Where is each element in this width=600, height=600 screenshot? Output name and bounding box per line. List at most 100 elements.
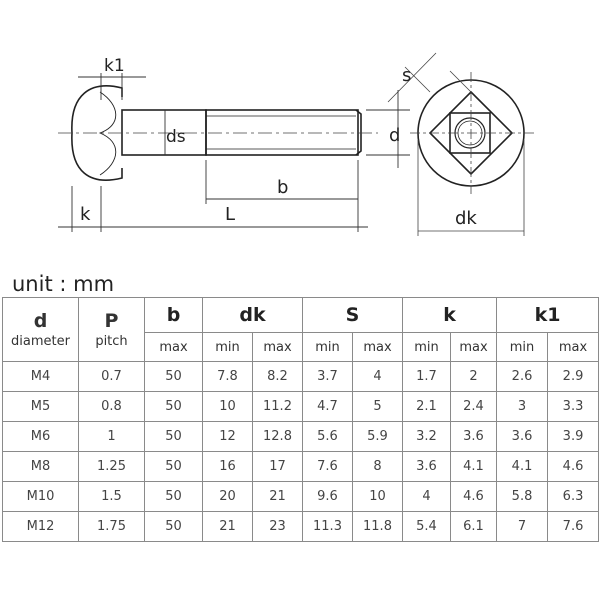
table-cell: 2.1 — [402, 391, 451, 422]
table-cell: 50 — [144, 481, 203, 512]
table-cell: 6.3 — [547, 481, 600, 512]
subheader-s-min: min — [302, 332, 353, 362]
table-cell: M6 — [2, 421, 79, 452]
table-header-row: d diameter P pitch b dk S k k1 — [2, 297, 600, 362]
table-cell: 4.6 — [547, 451, 600, 482]
table-cell: 21 — [252, 481, 303, 512]
table-cell: 3.6 — [402, 451, 451, 482]
table-cell: 21 — [202, 511, 253, 542]
table-cell: 50 — [144, 511, 203, 542]
table-cell: 10 — [352, 481, 403, 512]
table-cell: 4.1 — [449, 451, 498, 482]
table-cell: 50 — [144, 451, 203, 482]
label-k: k — [80, 204, 91, 225]
table-cell: M8 — [2, 451, 79, 482]
table-cell: 8 — [352, 451, 403, 482]
table-cell: 0.8 — [78, 391, 145, 422]
table-cell: 11.2 — [252, 391, 303, 422]
header-p-symbol: P — [104, 310, 119, 332]
subheader-k-min: min — [402, 332, 451, 362]
subheader-dk-min: min — [202, 332, 253, 362]
header-pitch: P pitch — [78, 297, 145, 362]
table-cell: 1.25 — [78, 451, 145, 482]
header-dk: dk — [202, 297, 303, 333]
table-cell: M12 — [2, 511, 79, 542]
label-L: L — [225, 204, 235, 225]
table-cell: 3.3 — [547, 391, 600, 422]
table-cell: 3.7 — [302, 361, 353, 392]
subheader-s-max: max — [352, 332, 403, 362]
table-cell: 4.6 — [449, 481, 498, 512]
label-dk: dk — [455, 208, 477, 229]
header-diameter: d diameter — [2, 297, 79, 362]
table-cell: 2.6 — [496, 361, 549, 392]
label-k1: k1 — [104, 56, 125, 76]
table-cell: 4 — [352, 361, 403, 392]
table-cell: 23 — [252, 511, 303, 542]
table-cell: 5 — [352, 391, 403, 422]
table-cell: 12.8 — [252, 421, 303, 452]
spec-table: d diameter P pitch b dk S k k1 max min m… — [2, 297, 600, 542]
table-cell: 1.75 — [78, 511, 145, 542]
table-cell: 8.2 — [252, 361, 303, 392]
table-cell: 4.7 — [302, 391, 353, 422]
table-cell: 1.5 — [78, 481, 145, 512]
subheader-k1-min: min — [496, 332, 549, 362]
unit-label: unit : mm — [12, 272, 115, 296]
table-cell: 3.9 — [547, 421, 600, 452]
table-cell: 2.4 — [449, 391, 498, 422]
table-cell: 20 — [202, 481, 253, 512]
table-cell: 5.9 — [352, 421, 403, 452]
table-cell: 3.2 — [402, 421, 451, 452]
table-cell: 0.7 — [78, 361, 145, 392]
table-cell: 12 — [202, 421, 253, 452]
table-cell: 7.8 — [202, 361, 253, 392]
label-b: b — [277, 177, 288, 198]
table-cell: 5.6 — [302, 421, 353, 452]
subheader-b-max: max — [144, 332, 203, 362]
table-cell: 50 — [144, 361, 203, 392]
table-cell: 4 — [402, 481, 451, 512]
table-cell: 2.9 — [547, 361, 600, 392]
bolt-neck-outline — [121, 109, 207, 156]
header-k: k — [401, 297, 498, 333]
header-s: S — [302, 297, 403, 333]
header-k1: k1 — [496, 297, 600, 333]
table-cell: M5 — [2, 391, 79, 422]
subheader-k-max: max — [449, 332, 498, 362]
label-s: s — [402, 65, 411, 86]
table-cell: 5.4 — [402, 511, 451, 542]
bolt-technical-drawing: k1 ds b d k L s dk — [58, 52, 534, 236]
table-cell: M10 — [2, 481, 79, 512]
label-d: d — [389, 125, 400, 146]
table-cell: 5.8 — [496, 481, 549, 512]
table-cell: 11.3 — [302, 511, 353, 542]
table-cell: 3.6 — [496, 421, 549, 452]
table-cell: 3.6 — [449, 421, 498, 452]
table-cell: 3 — [496, 391, 549, 422]
header-pitch-label: pitch — [95, 334, 128, 349]
table-cell: M4 — [2, 361, 79, 392]
table-cell: 1 — [78, 421, 145, 452]
bolt-thread-outline — [205, 109, 359, 156]
table-cell: 16 — [202, 451, 253, 482]
table-cell: 2 — [449, 361, 498, 392]
subheader-k1-max: max — [547, 332, 600, 362]
table-cell: 6.1 — [449, 511, 498, 542]
header-d-symbol: d — [33, 310, 48, 332]
table-cell: 7 — [496, 511, 549, 542]
label-ds: ds — [166, 127, 186, 147]
table-cell: 1.7 — [402, 361, 451, 392]
table-cell: 50 — [144, 421, 203, 452]
table-cell: 10 — [202, 391, 253, 422]
header-b: b — [144, 297, 203, 333]
header-diameter-label: diameter — [11, 334, 70, 349]
table-cell: 7.6 — [547, 511, 600, 542]
subheader-dk-max: max — [252, 332, 303, 362]
